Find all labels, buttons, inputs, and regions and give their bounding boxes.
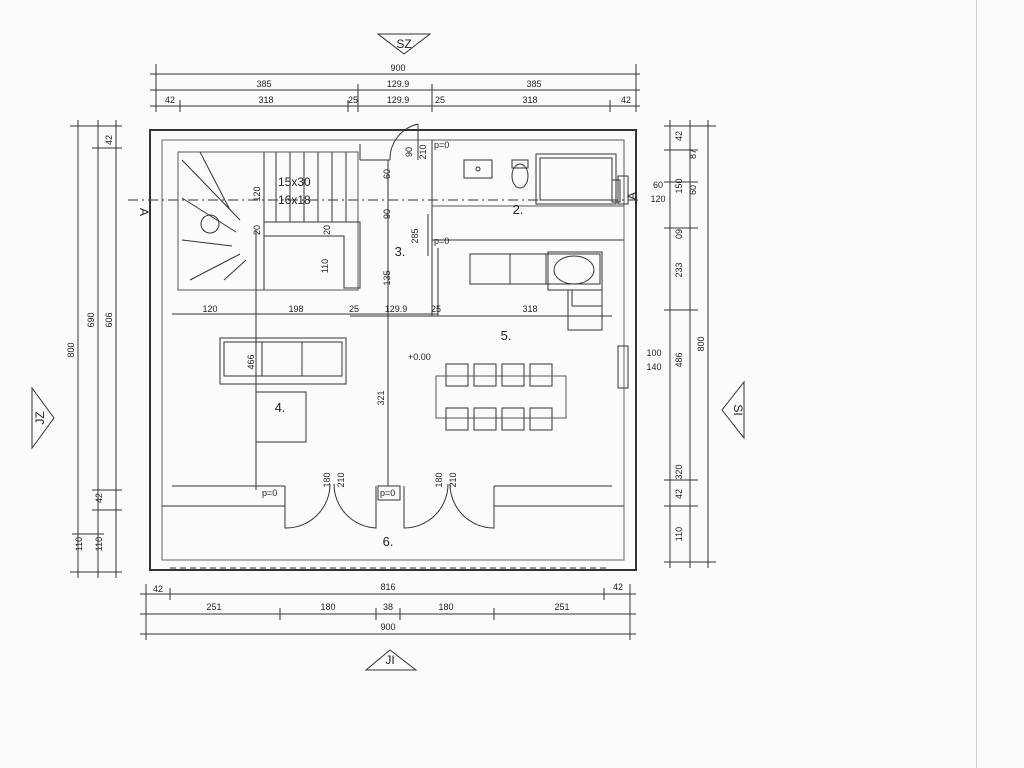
bot-r1-2: 42 (613, 582, 623, 592)
right-window-mid-1: 140 (646, 362, 661, 372)
south-label: JI (385, 653, 394, 667)
top-r2-2: 385 (526, 79, 541, 89)
top-r2-1: 129.9 (387, 79, 410, 89)
section-mark-left: A (137, 208, 151, 216)
room-3: 3. (395, 244, 406, 259)
stair-spec-1: 15x30 (278, 175, 311, 189)
north-marker (376, 33, 432, 55)
top-r3-4: 25 (435, 95, 445, 105)
right-col-4: 09 (674, 229, 684, 239)
south-marker (364, 649, 418, 671)
mid-3: 129.9 (385, 304, 408, 314)
mid-5: 318 (522, 304, 537, 314)
left-top: 42 (104, 135, 114, 145)
east-label: SI (731, 404, 745, 415)
mid-2: 25 (349, 304, 359, 314)
bot-r2-1: 180 (320, 602, 335, 612)
door-dim-2: 180 (434, 472, 444, 487)
top-r3-2: 25 (348, 95, 358, 105)
right-outer: 800 (696, 336, 706, 351)
right-window-mid-0: 100 (646, 348, 661, 358)
right-col-2: 150 (674, 178, 684, 193)
door-dim-1: 210 (336, 472, 346, 487)
east-marker (721, 380, 745, 440)
stair-dim-7: 285 (410, 228, 420, 243)
top-r3-0: 42 (165, 95, 175, 105)
section-mark-right: A (625, 192, 639, 200)
left-inner1: 690 (86, 312, 96, 327)
stair-dim-3: 110 (320, 259, 330, 273)
west-marker (31, 386, 55, 450)
stair-dim-0: 120 (252, 186, 262, 201)
floor-bottom-left: p=0 (262, 488, 277, 498)
bot-r2-3: 180 (438, 602, 453, 612)
hall-0: 466 (246, 354, 256, 369)
stair-dim-1: 20 (252, 225, 262, 235)
bot-total: 900 (380, 622, 395, 632)
left-lower-0: 42 (94, 493, 104, 503)
top-door-0: 90 (404, 147, 414, 157)
top-r2-0: 385 (256, 79, 271, 89)
bot-r1-1: 816 (380, 582, 395, 592)
floor-kitchen: p=0 (434, 236, 449, 246)
right-window-top-0: 60 (653, 180, 663, 190)
room-2: 2. (513, 202, 524, 217)
right-col-8: 42 (674, 489, 684, 499)
bot-r1-0: 42 (153, 584, 163, 594)
mid-1: 198 (288, 304, 303, 314)
right-col-3: 60 (688, 185, 698, 195)
bot-r2-4: 251 (554, 602, 569, 612)
north-label: SZ (396, 37, 411, 51)
mid-4: 25 (431, 304, 441, 314)
right-col-1: 87 (688, 149, 698, 159)
stair-spec-2: 16x18 (278, 193, 311, 207)
floor-bottom-mid: p=0 (380, 488, 395, 498)
right-col-9: 110 (674, 527, 684, 541)
bot-r2-0: 251 (206, 602, 221, 612)
top-door-1: 210 (418, 144, 428, 159)
room-4: 4. (275, 400, 286, 415)
top-total: 900 (390, 63, 405, 73)
room-5: 5. (501, 328, 512, 343)
door-dim-3: 210 (448, 472, 458, 487)
stair-dim-4: 60 (382, 169, 392, 179)
top-r3-1: 318 (258, 95, 273, 105)
right-col-7: 320 (674, 464, 684, 479)
west-label: JZ (33, 411, 47, 424)
left-total: 800 (66, 342, 76, 357)
left-inner2: 606 (104, 312, 114, 327)
left-lower-1: 110 (74, 537, 84, 551)
floor-center: +0.00 (408, 352, 431, 362)
right-window-top-1: 120 (650, 194, 665, 204)
bot-r2-2: 38 (383, 602, 393, 612)
right-col-0: 42 (674, 131, 684, 141)
sheet-edge (976, 0, 977, 768)
right-col-5: 233 (674, 262, 684, 277)
left-lower-2: 110 (94, 537, 104, 551)
mid-0: 120 (202, 304, 217, 314)
door-dim-0: 180 (322, 472, 332, 487)
room-6: 6. (383, 534, 394, 549)
top-r3-3: 129.9 (387, 95, 410, 105)
stair-dim-5: 90 (382, 209, 392, 219)
top-r3-5: 318 (522, 95, 537, 105)
right-col-6: 486 (674, 352, 684, 367)
floor-top: p=0 (434, 140, 449, 150)
hall-1: 321 (376, 390, 386, 405)
stair-dim-6: 135 (382, 270, 392, 285)
stair-dim-2: 20 (322, 225, 332, 235)
top-r3-6: 42 (621, 95, 631, 105)
